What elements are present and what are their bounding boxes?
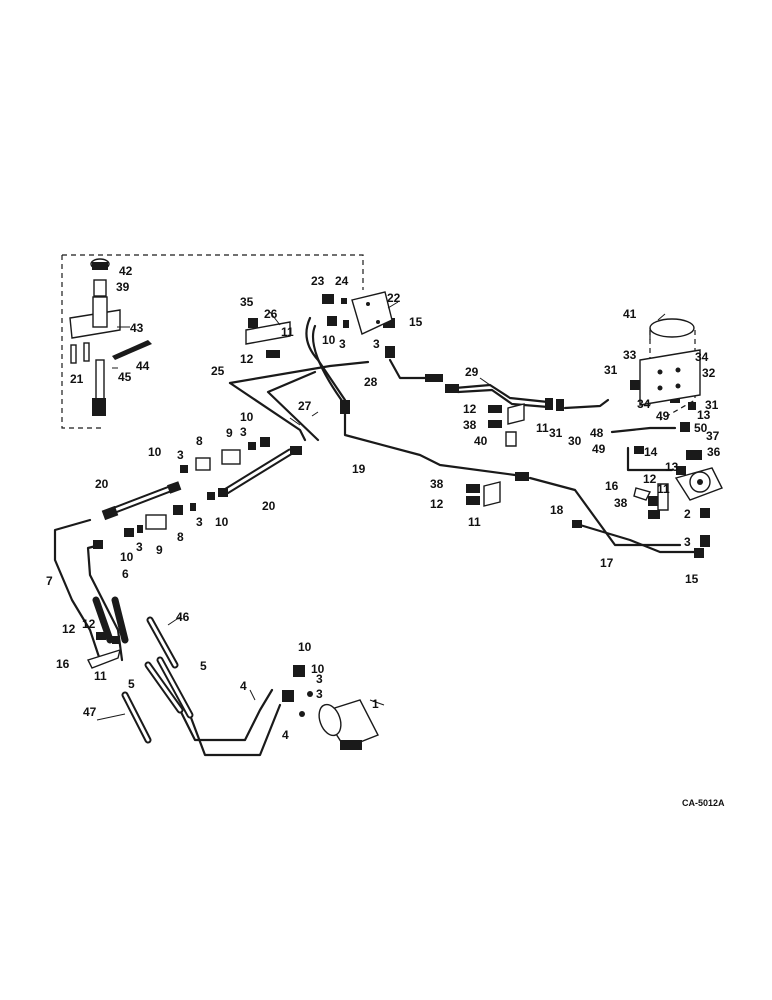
- callout-11: 11: [468, 515, 481, 529]
- callout-3: 3: [240, 425, 247, 439]
- callout-25: 25: [211, 364, 225, 378]
- callout-33: 33: [623, 348, 637, 362]
- callout-40: 40: [474, 434, 488, 448]
- callout-31: 31: [549, 426, 563, 440]
- callout-11: 11: [536, 421, 549, 435]
- callout-46: 46: [176, 610, 190, 624]
- callout-24: 24: [335, 274, 349, 288]
- callout-13: 13: [697, 408, 711, 422]
- callout-10: 10: [240, 410, 254, 424]
- callout-29: 29: [465, 365, 479, 379]
- callout-2: 2: [684, 507, 691, 521]
- callout-14: 14: [644, 445, 658, 459]
- callout-37: 37: [706, 429, 720, 443]
- callout-10: 10: [322, 333, 336, 347]
- callout-20: 20: [262, 499, 276, 513]
- callout-19: 19: [352, 462, 366, 476]
- callout-44: 44: [136, 359, 150, 373]
- callout-4: 4: [282, 728, 289, 742]
- callout-12: 12: [82, 617, 96, 631]
- pipe-lines: [53, 316, 702, 757]
- callout-8: 8: [196, 434, 203, 448]
- callout-4: 4: [240, 679, 247, 693]
- callout-18: 18: [550, 503, 564, 517]
- callout-7: 7: [46, 574, 53, 588]
- callout-6: 6: [122, 567, 129, 581]
- component-pump-37: [674, 467, 723, 501]
- callout-3: 3: [177, 448, 184, 462]
- callout-12: 12: [463, 402, 477, 416]
- callout-38: 38: [614, 496, 628, 510]
- hoses: [92, 448, 294, 744]
- callout-30: 30: [568, 434, 582, 448]
- component-motor-1: [318, 699, 379, 750]
- inset-valve-linkage: [61, 254, 364, 429]
- callout-45: 45: [118, 370, 132, 384]
- callout-3: 3: [316, 687, 323, 701]
- callout-15: 15: [685, 572, 699, 586]
- callout-3: 3: [316, 672, 323, 686]
- callout-16: 16: [605, 479, 619, 493]
- callout-28: 28: [364, 375, 378, 389]
- callout-5: 5: [200, 659, 207, 673]
- callout-3: 3: [339, 337, 346, 351]
- component-reservoir-41: [639, 318, 701, 421]
- callout-10: 10: [311, 662, 325, 676]
- callout-10: 10: [215, 515, 229, 529]
- callout-10: 10: [298, 640, 312, 654]
- drawing-code: CA-5012A: [682, 798, 725, 808]
- fittings: [87, 294, 710, 717]
- callout-12: 12: [643, 472, 657, 486]
- callout-43: 43: [130, 321, 144, 335]
- callout-21: 21: [70, 372, 84, 386]
- callout-38: 38: [463, 418, 477, 432]
- callout-42: 42: [119, 264, 133, 278]
- callout-16: 16: [56, 657, 70, 671]
- callout-9: 9: [156, 543, 163, 557]
- callout-3: 3: [684, 535, 691, 549]
- callout-8: 8: [177, 530, 184, 544]
- callout-15: 15: [409, 315, 423, 329]
- callout-20: 20: [95, 477, 109, 491]
- callout-10: 10: [120, 550, 134, 564]
- callout-35: 35: [240, 295, 254, 309]
- callout-39: 39: [116, 280, 130, 294]
- callout-23: 23: [311, 274, 325, 288]
- callout-12: 12: [62, 622, 76, 636]
- callout-9: 9: [226, 426, 233, 440]
- callout-48: 48: [590, 426, 604, 440]
- callout-11: 11: [281, 325, 294, 339]
- callout-34: 34: [695, 350, 709, 364]
- component-valve-22: [351, 291, 393, 335]
- callout-10: 10: [148, 445, 162, 459]
- callout-38: 38: [430, 477, 444, 491]
- callout-34: 34: [637, 397, 651, 411]
- callout-32: 32: [702, 366, 716, 380]
- callout-3: 3: [136, 540, 143, 554]
- callout-50: 50: [694, 421, 708, 435]
- callout-3: 3: [373, 337, 380, 351]
- callout-22: 22: [387, 291, 401, 305]
- callout-5: 5: [128, 677, 135, 691]
- callout-12: 12: [430, 497, 444, 511]
- callout-36: 36: [707, 445, 721, 459]
- callout-31: 31: [705, 398, 719, 412]
- callout-47: 47: [83, 705, 97, 719]
- callout-3: 3: [196, 515, 203, 529]
- callout-27: 27: [298, 399, 312, 413]
- callout-31: 31: [604, 363, 618, 377]
- leader-lines: [96, 301, 666, 721]
- callout-1: 1: [372, 697, 379, 711]
- callout-13: 13: [665, 460, 679, 474]
- callout-labels: 1 2 3 3 3 3 3 3 3 3 3 4 4 5 5 6 7 8 8 9 …: [46, 264, 725, 808]
- callout-12: 12: [240, 352, 254, 366]
- callout-49: 49: [656, 409, 670, 423]
- callout-26: 26: [264, 307, 278, 321]
- callout-11: 11: [94, 669, 107, 683]
- callout-41: 41: [623, 307, 637, 321]
- callout-11: 11: [657, 482, 670, 496]
- callout-17: 17: [600, 556, 614, 570]
- callout-49: 49: [592, 442, 606, 456]
